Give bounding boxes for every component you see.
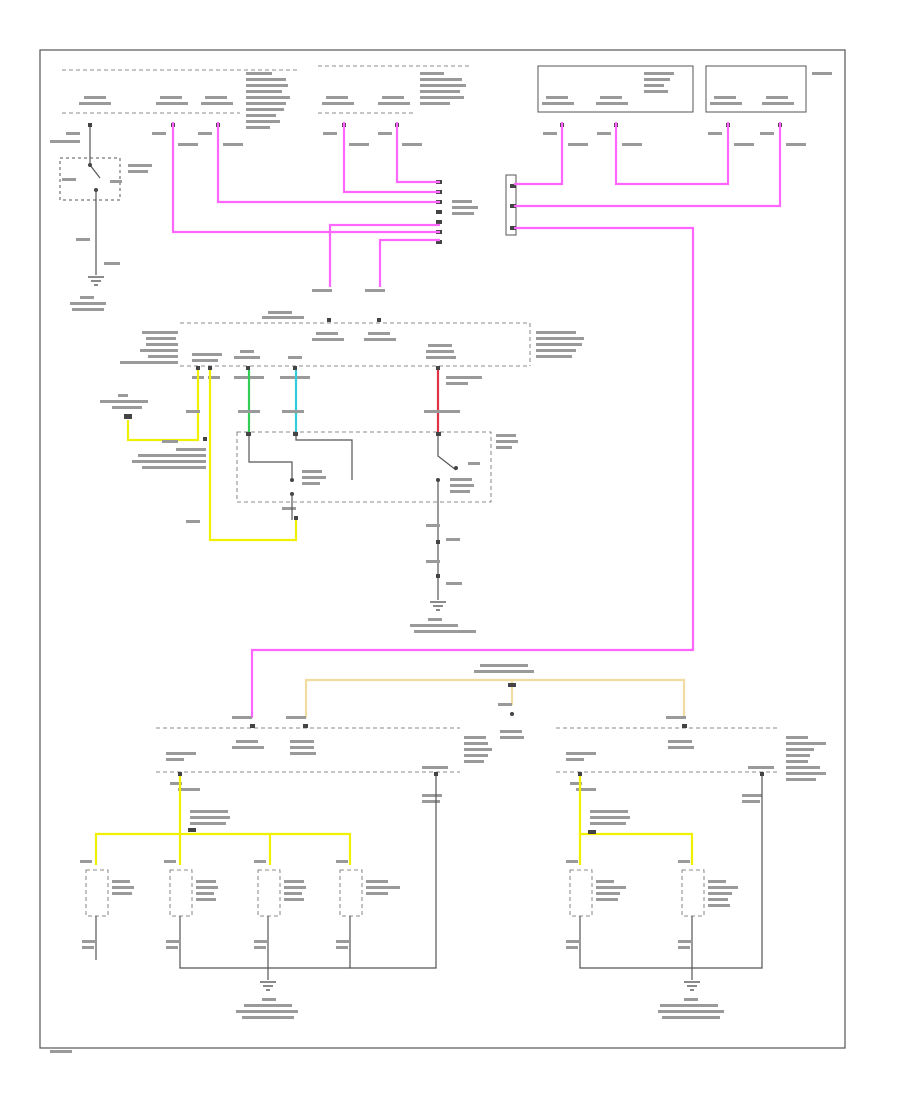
- pink-wires-top: [171, 122, 782, 718]
- ground-middle: [410, 524, 476, 633]
- middle-wires: [126, 370, 457, 600]
- bottom-switches-right: [566, 776, 763, 1019]
- top-module-right-a: [537, 65, 694, 127]
- left-switch-circuit: [50, 127, 152, 311]
- yellow-wires-bottom: [94, 776, 694, 865]
- instrument-panel-module: [120, 311, 584, 385]
- middle-wire-labels: [162, 410, 460, 443]
- switch-assembly: [236, 431, 518, 520]
- top-pin-labels: [66, 132, 806, 146]
- door-module-right: [556, 724, 826, 803]
- splice-pack-left: [436, 180, 478, 244]
- top-module-middle: [318, 65, 470, 127]
- corner-ref-mark: [50, 1050, 72, 1053]
- bottom-splice-labels: [188, 810, 630, 834]
- diagram-frame: [39, 49, 846, 1049]
- bottom-switches-left: [80, 776, 437, 1019]
- tan-circuit: [286, 664, 686, 739]
- top-module-right-b: [705, 65, 832, 127]
- pink-wire-labels: [232, 289, 385, 719]
- top-module-left: [62, 69, 300, 129]
- door-module-left: [156, 724, 492, 803]
- brake-pedal-switch: [100, 394, 298, 523]
